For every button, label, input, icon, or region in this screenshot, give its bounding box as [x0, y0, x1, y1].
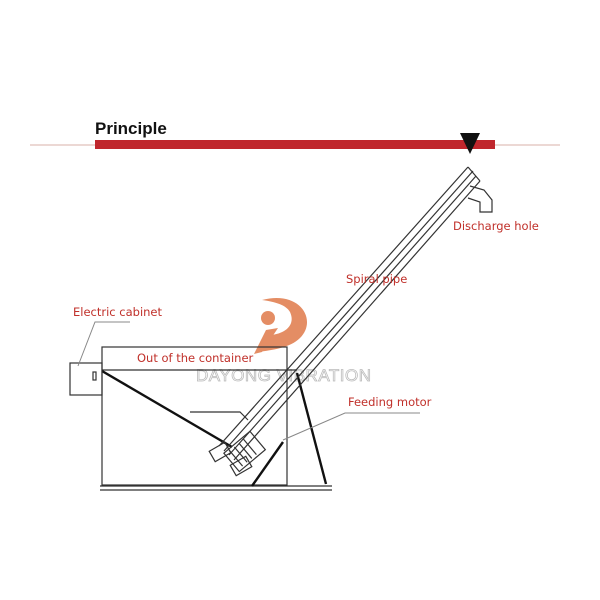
label-spiral-pipe: Spiral pipe — [346, 272, 407, 286]
section-title: Principle — [95, 119, 167, 138]
feeding-motor — [223, 430, 267, 473]
watermark-logo — [254, 298, 308, 354]
electric-cabinet-leader — [77, 321, 130, 367]
label-discharge-hole: Discharge hole — [453, 219, 539, 233]
accent-bar — [95, 140, 495, 149]
spiral-pipe — [218, 166, 493, 461]
label-feeding-motor: Feeding motor — [348, 395, 432, 409]
gear-box — [208, 441, 232, 463]
feeding-motor-leader — [282, 412, 420, 441]
marker-triangle-icon — [460, 133, 480, 154]
electric-cabinet — [69, 362, 103, 396]
label-electric-cabinet: Electric cabinet — [73, 305, 162, 319]
label-out-of-container: Out of the container — [137, 351, 254, 365]
container — [100, 346, 332, 491]
gear-box — [229, 455, 253, 477]
watermark-text: DAYONG VIBRATION — [196, 366, 372, 385]
